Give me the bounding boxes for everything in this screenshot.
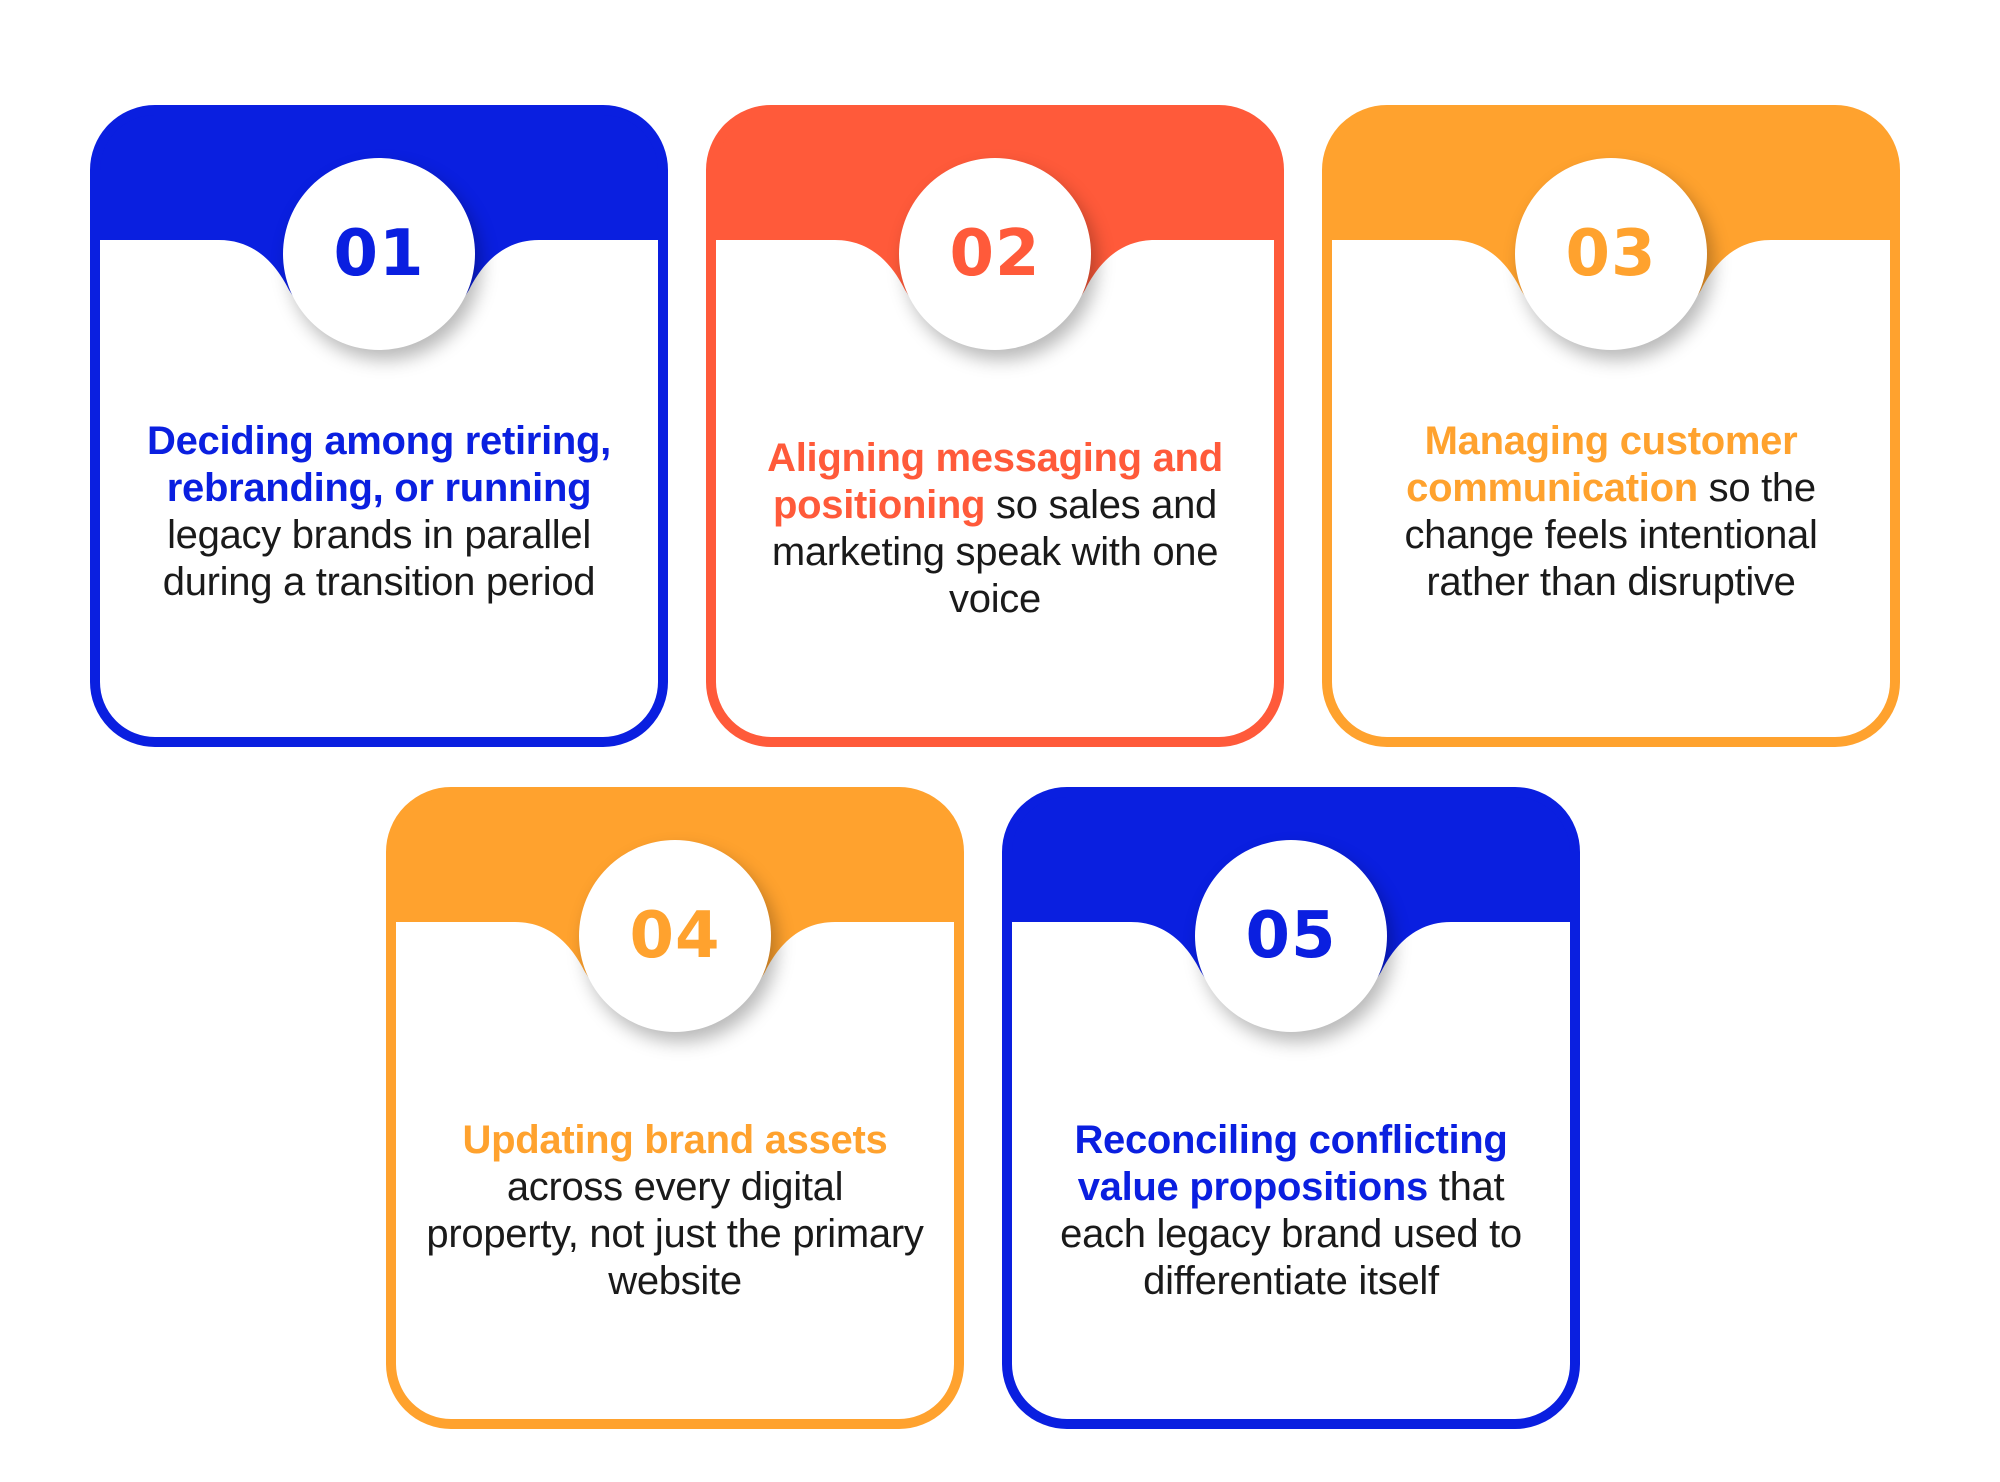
card-description-highlight: Reconciling conflicting value propositio… xyxy=(1074,1118,1508,1209)
step-number: 05 xyxy=(1195,840,1387,1032)
card-description: Reconciling conflicting value propositio… xyxy=(1042,1117,1540,1305)
card-description-text: legacy brands in parallel during a trans… xyxy=(162,513,596,604)
card-description: Updating brand assets across every digit… xyxy=(426,1117,924,1305)
card-description: Aligning messaging and positioning so sa… xyxy=(746,435,1244,623)
card-outline xyxy=(386,787,964,1429)
card-description-text: that each legacy brand used to different… xyxy=(1060,1165,1522,1303)
card-outline xyxy=(1322,105,1900,747)
card-description-text: so sales and marketing speak with one vo… xyxy=(771,483,1219,621)
card-outline xyxy=(1002,787,1580,1429)
card-description-highlight: Managing customer communication xyxy=(1406,419,1798,510)
card-description: Deciding among retiring, rebranding, or … xyxy=(130,418,628,606)
card-description-text: so the change feels intentional rather t… xyxy=(1404,466,1818,604)
card-outline xyxy=(90,105,668,747)
step-number: 01 xyxy=(283,158,475,350)
card-description: Managing customer communication so the c… xyxy=(1362,418,1860,606)
card-outline xyxy=(706,105,1284,747)
step-number: 03 xyxy=(1515,158,1707,350)
step-number: 02 xyxy=(899,158,1091,350)
card-description-highlight: Aligning messaging and positioning xyxy=(767,436,1223,527)
step-number: 04 xyxy=(579,840,771,1032)
card-description-highlight: Updating brand assets xyxy=(462,1118,888,1162)
card-description-text: across every digital property, not just … xyxy=(426,1165,924,1303)
card-description-highlight: Deciding among retiring, rebranding, or … xyxy=(147,419,611,510)
